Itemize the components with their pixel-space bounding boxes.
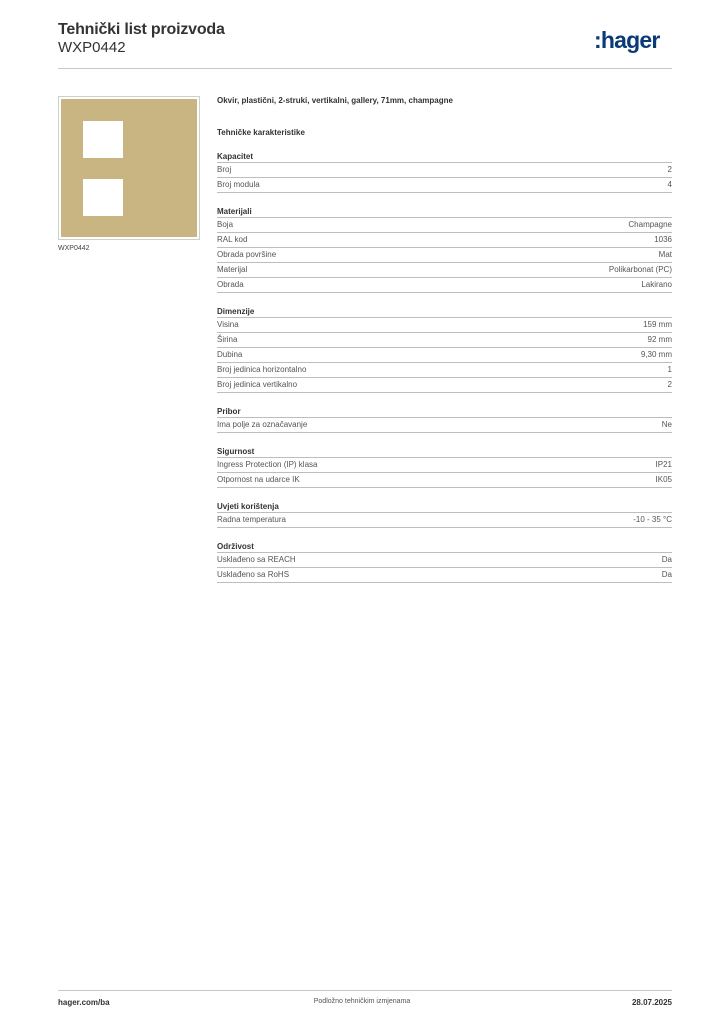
spec-value: Lakirano: [641, 280, 672, 289]
spec-label: Obrada: [217, 280, 244, 289]
spec-value: Champagne: [628, 220, 672, 229]
group-title: Materijali: [217, 207, 672, 218]
spec-value: IK05: [655, 475, 672, 484]
spec-label: Broj: [217, 165, 232, 174]
group-title: Kapacitet: [217, 152, 672, 163]
spec-value: 1: [667, 365, 672, 374]
spec-value: Da: [661, 555, 672, 564]
spec-row: Otpornost na udarce IK IK05: [217, 473, 672, 488]
spec-label: Boja: [217, 220, 234, 229]
product-code: WXP0442: [58, 39, 126, 56]
frame-opening-top: [83, 121, 123, 158]
spec-value: Polikarbonat (PC): [608, 265, 672, 274]
spec-label: Visina: [217, 320, 239, 329]
page-title: Tehnički list proizvoda: [58, 21, 225, 38]
spec-value: 1036: [654, 235, 672, 244]
spec-value: 9,30 mm: [640, 350, 672, 359]
spec-row: Širina 92 mm: [217, 333, 672, 348]
spec-label: Broj jedinica horizontalno: [217, 365, 307, 374]
spec-row: Broj jedinica horizontalno 1: [217, 363, 672, 378]
group-title: Sigurnost: [217, 447, 672, 458]
spec-row: Obrada Lakirano: [217, 278, 672, 293]
footer-website: hager.com/ba: [58, 998, 110, 1007]
spec-label: Dubina: [217, 350, 243, 359]
spec-value: 2: [667, 380, 672, 389]
spec-row: Ima polje za označavanje Ne: [217, 418, 672, 433]
group-title: Održivost: [217, 542, 672, 553]
spec-row: Broj 2: [217, 163, 672, 178]
spec-label: Obrada površine: [217, 250, 277, 259]
group-title: Uvjeti korištenja: [217, 502, 672, 513]
spec-row: Visina 159 mm: [217, 318, 672, 333]
header-divider: [58, 68, 672, 69]
spec-row: RAL kod 1036: [217, 233, 672, 248]
spec-label: Broj modula: [217, 180, 260, 189]
product-name: Okvir, plastični, 2-struki, vertikalni, …: [217, 96, 453, 105]
spec-row: Usklađeno sa REACH Da: [217, 553, 672, 568]
image-caption: WXP0442: [58, 245, 90, 252]
group-title: Pribor: [217, 407, 672, 418]
spec-value: Mat: [658, 250, 672, 259]
spec-row: Boja Champagne: [217, 218, 672, 233]
footer-date: 28.07.2025: [631, 998, 672, 1007]
spec-label: Broj jedinica vertikalno: [217, 380, 298, 389]
spec-row: Broj modula 4: [217, 178, 672, 193]
spec-row: Dubina 9,30 mm: [217, 348, 672, 363]
spec-value: Da: [661, 570, 672, 579]
spec-label: Ima polje za označavanje: [217, 420, 308, 429]
spec-value: 92 mm: [647, 335, 672, 344]
spec-value: 4: [667, 180, 672, 189]
spec-row: Radna temperatura -10 - 35 °C: [217, 513, 672, 528]
spec-value: 2: [667, 165, 672, 174]
spec-label: Usklađeno sa RoHS: [217, 570, 290, 579]
hager-logo: :hager: [594, 27, 660, 53]
spec-label: Radna temperatura: [217, 515, 286, 524]
spec-row: Materijal Polikarbonat (PC): [217, 263, 672, 278]
section-heading: Tehničke karakteristike: [217, 128, 305, 137]
spec-value: -10 - 35 °C: [633, 515, 672, 524]
frame-illustration: [61, 99, 197, 237]
spec-label: RAL kod: [217, 235, 248, 244]
spec-row: Broj jedinica vertikalno 2: [217, 378, 672, 393]
spec-row: Ingress Protection (IP) klasa IP21: [217, 458, 672, 473]
spec-content: Okvir, plastični, 2-struki, vertikalni, …: [217, 96, 672, 583]
footer-disclaimer: Podložno tehničkim izmjenama: [313, 998, 411, 1005]
spec-label: Materijal: [217, 265, 248, 274]
product-image: [58, 96, 200, 240]
spec-row: Usklađeno sa RoHS Da: [217, 568, 672, 583]
frame-opening-bottom: [83, 179, 123, 216]
spec-row: Obrada površine Mat: [217, 248, 672, 263]
spec-value: 159 mm: [643, 320, 672, 329]
group-title: Dimenzije: [217, 307, 672, 318]
footer-divider: [58, 990, 672, 991]
spec-value: Ne: [661, 420, 672, 429]
spec-label: Širina: [217, 335, 238, 344]
spec-label: Usklađeno sa REACH: [217, 555, 296, 564]
spec-label: Otpornost na udarce IK: [217, 475, 300, 484]
spec-label: Ingress Protection (IP) klasa: [217, 460, 318, 469]
spec-value: IP21: [655, 460, 672, 469]
